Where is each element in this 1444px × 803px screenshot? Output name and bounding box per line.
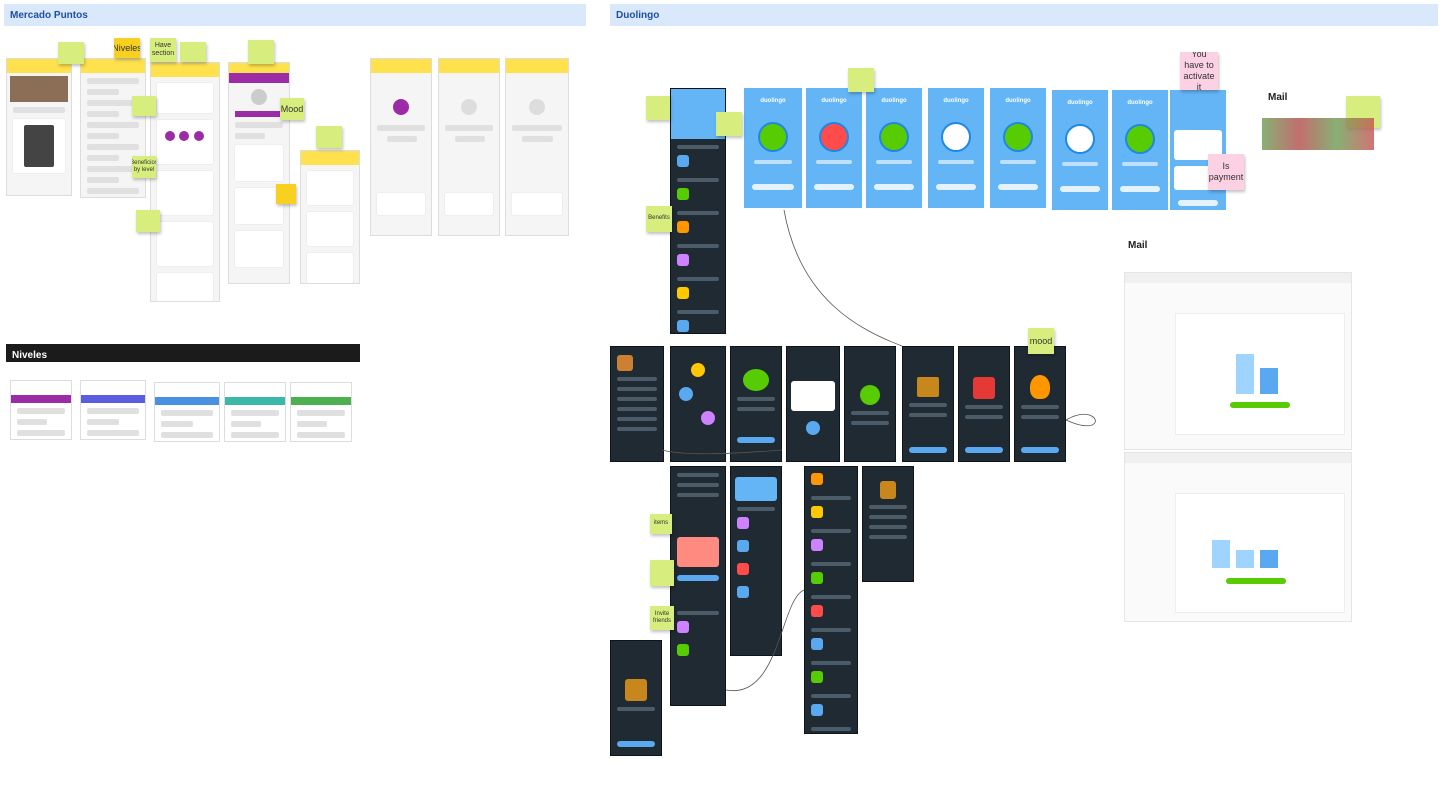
sticky-note[interactable] [180, 42, 206, 62]
sticky-niveles[interactable]: Niveles [114, 38, 140, 58]
section-header-duolingo[interactable]: Duolingo [610, 4, 1438, 26]
duo-onboarding-7[interactable]: duolingo [1112, 90, 1168, 210]
duo-profile-screen[interactable] [670, 466, 726, 706]
sticky-note[interactable] [276, 184, 296, 204]
duo-onboarding-4[interactable]: duolingo [928, 88, 984, 208]
mail-label-1: Mail [1268, 92, 1288, 103]
sticky-note[interactable] [646, 96, 670, 120]
sticky-note[interactable] [136, 210, 160, 232]
duo-gift-screen[interactable] [610, 640, 662, 756]
sticky-note[interactable] [848, 68, 874, 92]
duo-path-screen[interactable] [670, 346, 726, 462]
sticky-invite-friends[interactable]: Invite friends [650, 606, 674, 630]
mercado-empty-screen-1[interactable] [370, 58, 432, 236]
sticky-items[interactable]: items [650, 514, 672, 534]
level-card-4[interactable] [224, 382, 286, 442]
mercado-empty-screen-3[interactable] [505, 58, 569, 236]
mercado-points-screen[interactable] [300, 150, 360, 284]
duo-payment-screen[interactable] [1170, 90, 1226, 210]
sticky-is-payment[interactable]: Is payment [1208, 154, 1244, 190]
section-title: Duolingo [616, 10, 660, 21]
section-header-mercado[interactable]: Mercado Puntos [4, 4, 586, 26]
sticky-note[interactable] [58, 42, 84, 64]
sticky-note[interactable] [650, 560, 674, 586]
duo-chest-screen[interactable] [902, 346, 954, 462]
duo-achievements-list-screen[interactable] [804, 466, 858, 734]
section-title: Niveles [12, 350, 48, 361]
sticky-note[interactable] [316, 126, 342, 148]
sticky-you-have-to-activate[interactable]: You have to activate it [1180, 52, 1218, 90]
level-card-5[interactable] [290, 382, 352, 442]
sticky-note[interactable] [248, 40, 274, 64]
duo-popup-screen[interactable] [786, 346, 840, 462]
sticky-beneficios-level[interactable]: Beneficios by level [132, 156, 156, 178]
mercado-empty-screen-2[interactable] [438, 58, 500, 236]
level-card-2[interactable] [80, 380, 146, 440]
duo-owl-screen[interactable] [844, 346, 896, 462]
duo-league-screen[interactable] [610, 346, 664, 462]
duo-streak-screen[interactable] [1014, 346, 1066, 462]
duo-onboarding-6[interactable]: duolingo [1052, 90, 1108, 210]
level-card-3[interactable] [154, 382, 220, 442]
sticky-note[interactable] [132, 96, 156, 116]
sticky-benefits[interactable]: Benefits [646, 206, 672, 232]
sticky-mood-duo[interactable]: mood [1028, 328, 1054, 354]
mail-screenshot-2[interactable] [1124, 452, 1352, 622]
duo-onboarding-1[interactable]: duolingo [744, 88, 802, 208]
duo-reward-screen[interactable] [730, 346, 782, 462]
duo-leaderboard-screen[interactable] [862, 466, 914, 582]
mail-notification-preview[interactable] [1262, 118, 1374, 150]
section-header-niveles[interactable]: Niveles [6, 344, 360, 362]
sticky-have-section[interactable]: Have section [150, 38, 176, 62]
sticky-mood[interactable]: Mood [280, 98, 304, 120]
mercado-level-screen[interactable] [228, 62, 290, 284]
mercado-benefits-screen[interactable] [150, 62, 220, 302]
sticky-note[interactable] [716, 112, 742, 136]
duo-shop-screen[interactable] [730, 466, 782, 656]
duo-onboarding-2[interactable]: duolingo [806, 88, 862, 208]
mail-screenshot-1[interactable] [1124, 272, 1352, 450]
mercado-menu-screen[interactable] [80, 58, 146, 198]
duo-onboarding-5[interactable]: duolingo [990, 88, 1046, 208]
section-title: Mercado Puntos [10, 10, 88, 21]
duo-achievement-screen[interactable] [958, 346, 1010, 462]
level-card-1[interactable] [10, 380, 72, 440]
duo-onboarding-3[interactable]: duolingo [866, 88, 922, 208]
mercado-home-screen[interactable] [6, 58, 72, 196]
mail-label-2: Mail [1128, 240, 1148, 251]
